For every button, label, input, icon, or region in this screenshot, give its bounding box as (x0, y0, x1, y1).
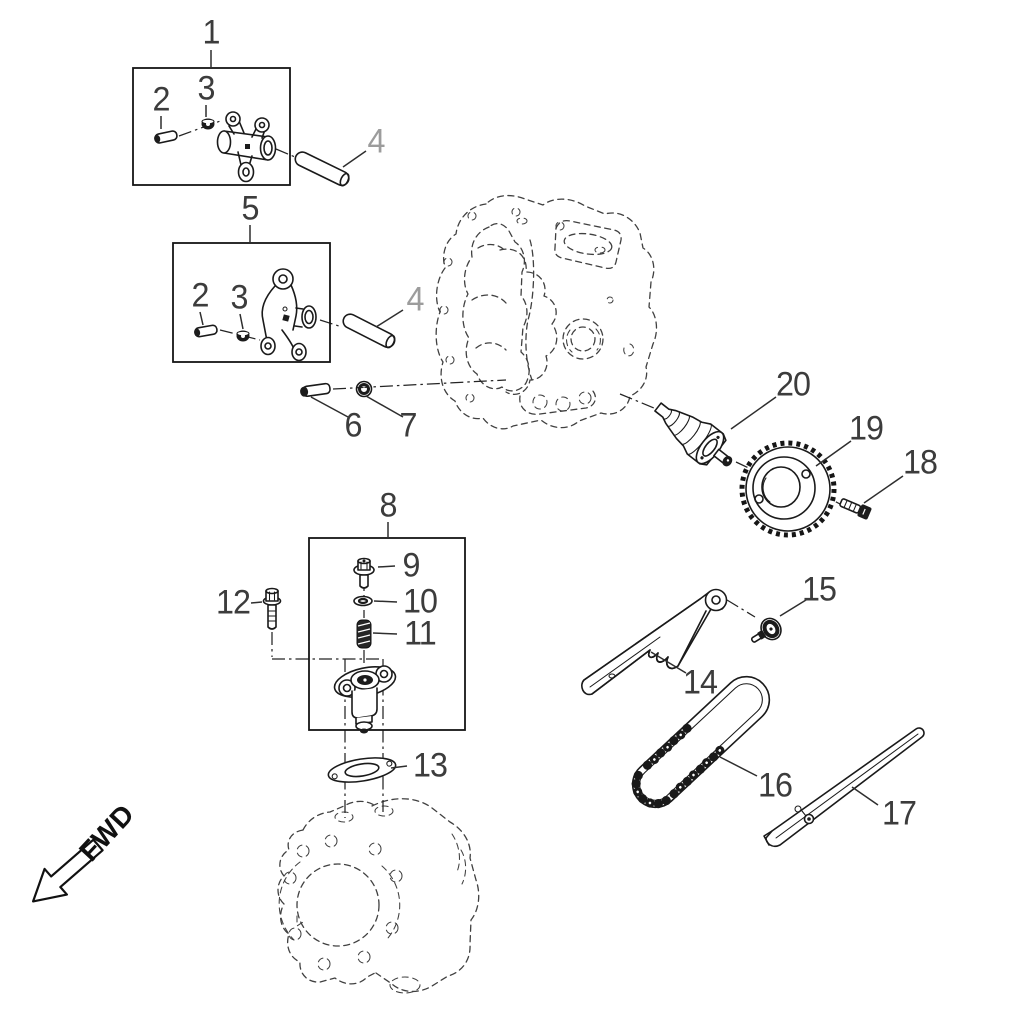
nut-3a (201, 118, 215, 130)
pin-2a (154, 130, 178, 144)
camshaft-20 (654, 402, 733, 467)
rocker-arm-1 (216, 111, 277, 183)
tensioner-body (333, 665, 397, 734)
engine-case-ghost (435, 194, 658, 430)
bolt-9 (353, 557, 375, 589)
bolt-18 (839, 498, 872, 520)
bolt-12 (262, 587, 282, 630)
washer-7 (355, 380, 373, 398)
detail-box-5 (172, 242, 331, 363)
nut-3b (236, 330, 250, 342)
pin-2b (194, 324, 218, 338)
cylinder-block-ghost (277, 798, 480, 994)
chain-guide-14 (581, 588, 728, 696)
spring-11 (356, 619, 372, 649)
gasket-13 (327, 757, 397, 783)
leader-lines (160, 50, 904, 806)
chain-guide-17 (763, 727, 925, 848)
assembly-centerlines (178, 119, 841, 818)
cam-chain-16 (631, 675, 771, 809)
bolt-6 (300, 382, 331, 398)
bolt-15 (750, 617, 782, 643)
sprocket-19 (739, 440, 837, 538)
detail-box-8 (308, 537, 466, 731)
shaft-4b (342, 313, 396, 349)
shaft-4a (294, 151, 350, 187)
fwd-arrow-icon (31, 838, 104, 903)
washer-10 (353, 595, 373, 607)
rocker-arm-5 (260, 268, 317, 362)
